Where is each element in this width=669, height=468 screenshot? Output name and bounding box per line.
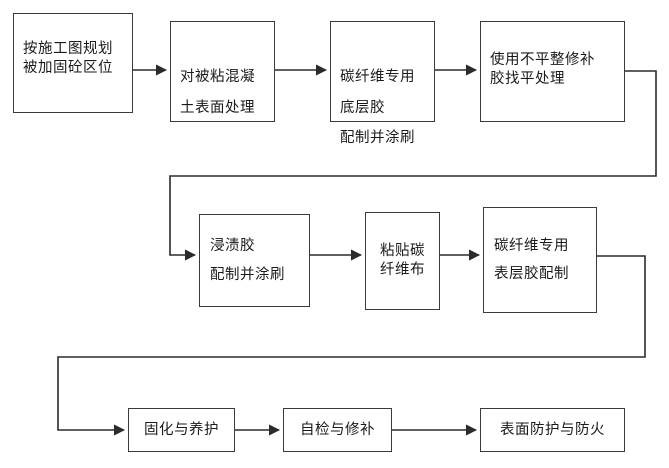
node-label: 固化与养护 — [144, 421, 219, 438]
node-leveling-putty[interactable]: 使用不平整修补 胶找平处理 — [480, 21, 625, 122]
node-primer-mix-apply[interactable]: 碳纤维专用 底层胶 配制并涂刷 — [330, 21, 435, 146]
node-self-inspect-repair[interactable]: 自检与修补 — [283, 408, 392, 452]
node-label: 自检与修补 — [300, 421, 375, 438]
node-label: 对被粘混凝 土表面处理 — [180, 69, 255, 116]
node-label: 碳纤维专用 底层胶 配制并涂刷 — [340, 69, 415, 147]
node-surface-treatment[interactable]: 对被粘混凝 土表面处理 — [170, 21, 275, 122]
node-label: 浸渍胶 配制并涂刷 — [210, 238, 285, 283]
node-cure-and-maintain[interactable]: 固化与养护 — [128, 408, 235, 452]
node-saturant-mix-apply[interactable]: 浸渍胶 配制并涂刷 — [199, 214, 310, 307]
node-label: 碳纤维专用 表层胶配制 — [494, 237, 569, 282]
node-surface-protect-fireproof[interactable]: 表面防护与防火 — [480, 408, 625, 452]
node-label: 粘贴碳 纤维布 — [380, 242, 425, 278]
node-bond-carbon-fiber-sheet[interactable]: 粘贴碳 纤维布 — [365, 212, 440, 310]
node-label: 按施工图规划 被加固砼区位 — [23, 41, 113, 77]
node-plan-area[interactable]: 按施工图规划 被加固砼区位 — [13, 13, 133, 113]
node-label: 表面防护与防火 — [500, 421, 605, 438]
node-topcoat-mix[interactable]: 碳纤维专用 表层胶配制 — [483, 207, 597, 313]
node-label: 使用不平整修补 胶找平处理 — [490, 52, 595, 88]
